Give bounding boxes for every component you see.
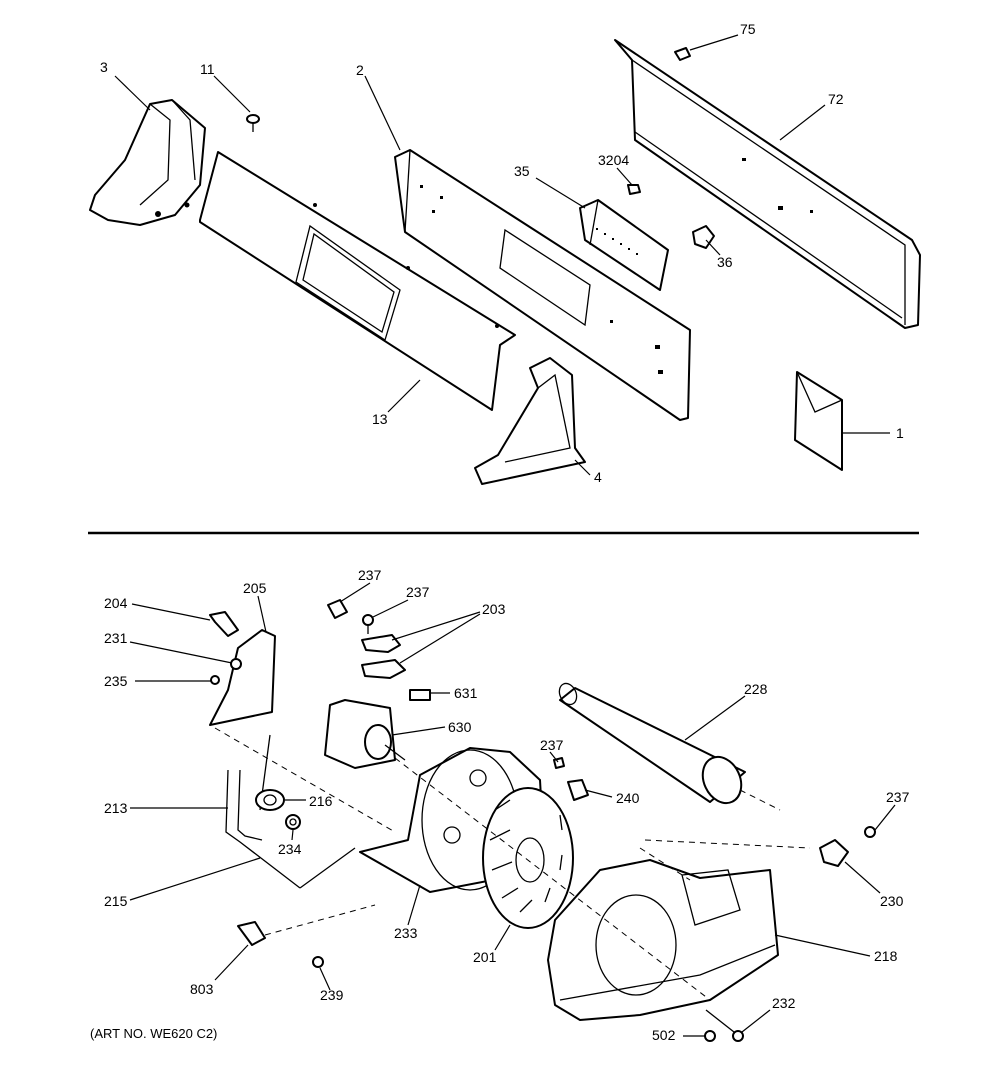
clamp-part-203 xyxy=(361,634,406,679)
callout-3: 3 xyxy=(100,59,108,75)
connector-part-631 xyxy=(409,689,431,701)
thermostat-part-230 xyxy=(819,839,849,867)
callout-11: 11 xyxy=(200,61,215,77)
callout-237-b: 237 xyxy=(406,584,430,600)
clip-part-204 xyxy=(209,611,239,637)
callout-231: 231 xyxy=(104,630,128,646)
callout-36: 36 xyxy=(717,254,733,270)
idler-pulley-part-216 xyxy=(255,789,285,811)
callout-216: 216 xyxy=(309,793,333,809)
end-cap-right-part xyxy=(474,357,586,485)
washer-part-234 xyxy=(285,814,301,830)
callout-631: 631 xyxy=(454,685,478,701)
callout-235: 235 xyxy=(104,673,128,689)
callout-230: 230 xyxy=(880,893,904,909)
screw-part-11 xyxy=(246,114,260,132)
callout-2: 2 xyxy=(356,62,364,78)
callout-75: 75 xyxy=(740,21,756,37)
screw-part-237-b xyxy=(362,614,374,634)
screw-part-231 xyxy=(230,658,242,670)
back-guard-part xyxy=(614,39,921,329)
callout-72: 72 xyxy=(828,91,844,107)
screw-part-239 xyxy=(312,956,324,968)
screw-part-235 xyxy=(210,675,220,685)
end-cap-left-part xyxy=(89,99,206,226)
callout-215: 215 xyxy=(104,893,128,909)
blower-housing-part-218 xyxy=(547,859,779,1021)
callout-201: 201 xyxy=(473,949,497,965)
alignment-lines xyxy=(214,727,811,1001)
callout-203: 203 xyxy=(482,601,506,617)
callout-237-a: 237 xyxy=(358,567,382,583)
callout-232: 232 xyxy=(772,995,796,1011)
screw-part-237-d xyxy=(864,826,876,838)
thermistor-part-240 xyxy=(567,779,589,801)
timer-board-part-35 xyxy=(579,199,669,291)
leader-lines xyxy=(114,34,896,1037)
callout-13: 13 xyxy=(372,411,388,427)
manual-part xyxy=(794,371,843,471)
bracket-part-205 xyxy=(209,629,276,726)
callout-3204: 3204 xyxy=(598,152,629,168)
callout-237-d: 237 xyxy=(886,789,910,805)
callout-1: 1 xyxy=(896,425,904,441)
callout-213: 213 xyxy=(104,800,128,816)
callout-239: 239 xyxy=(320,987,344,1003)
callout-4: 4 xyxy=(594,469,602,485)
callout-218: 218 xyxy=(874,948,898,964)
screw-part-3204 xyxy=(627,184,641,195)
callout-204: 204 xyxy=(104,595,128,611)
callout-233: 233 xyxy=(394,925,418,941)
callout-803: 803 xyxy=(190,981,214,997)
callout-35: 35 xyxy=(514,163,530,179)
blower-wheel-part-201 xyxy=(482,787,574,929)
callout-228: 228 xyxy=(744,681,768,697)
callout-234: 234 xyxy=(278,841,302,857)
callout-502: 502 xyxy=(652,1027,676,1043)
callout-205: 205 xyxy=(243,580,267,596)
switch-part-803 xyxy=(237,921,266,946)
callout-240: 240 xyxy=(616,790,640,806)
control-panel-front-part xyxy=(199,151,516,411)
motor-part-630 xyxy=(324,699,406,769)
art-number: (ART NO. WE620 C2) xyxy=(90,1026,217,1041)
screw-part-237-a xyxy=(327,599,348,619)
callout-labels: 3 11 2 75 72 3204 35 36 1 13 4 237 205 2… xyxy=(90,21,910,1043)
control-panel-back-part xyxy=(394,149,691,421)
exhaust-duct-part-228 xyxy=(558,682,746,805)
callout-237-c: 237 xyxy=(540,737,564,753)
screw-part-75 xyxy=(674,47,691,61)
screw-part-502 xyxy=(704,1030,716,1042)
screw-part-232 xyxy=(705,1009,744,1042)
callout-630: 630 xyxy=(448,719,472,735)
